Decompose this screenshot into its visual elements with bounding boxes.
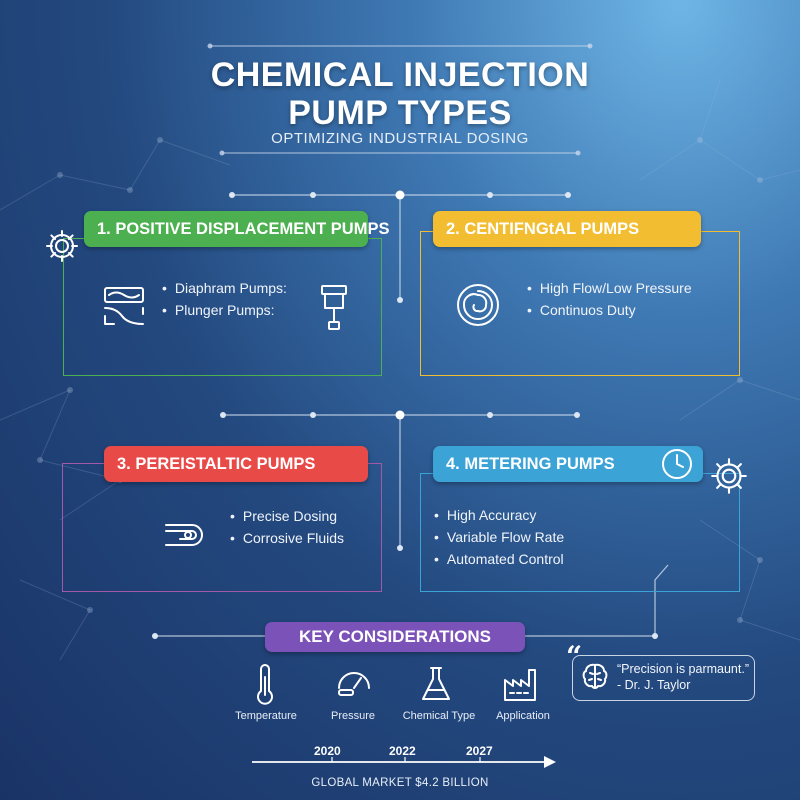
timeline-caption: GLOBAL MARKET $4.2 BILLION — [311, 777, 489, 789]
spiral-impeller-icon — [457, 284, 499, 326]
quote-box — [572, 655, 755, 701]
key-considerations-header: KEY CONSIDERATIONS — [265, 622, 525, 652]
plunger-icon — [321, 285, 347, 330]
timeline-year: 2027 — [466, 744, 493, 758]
card-3-bullets: Precise Dosing Corrosive Fluids — [230, 505, 344, 549]
card-4-bullets: High Accuracy Variable Flow Rate Automat… — [434, 504, 564, 570]
bullet-item: Automated Control — [434, 548, 564, 570]
brain-icon — [582, 663, 608, 689]
factory-icon — [504, 669, 536, 701]
bullet-item: Diaphram Pumps: — [162, 277, 287, 299]
consideration-label: Pressure — [330, 710, 376, 722]
card-3-header: 3. PEREISTALTIC PUMPS — [104, 446, 368, 482]
page-subtitle: OPTIMIZING INDUSTRIAL DOSING — [271, 130, 529, 147]
gear-icon — [46, 230, 78, 262]
flask-icon — [422, 667, 450, 700]
card-1-header: 1. POSITIVE DISPLACEMENT PUMPS — [84, 211, 389, 247]
bullet-item: Plunger Pumps: — [162, 299, 287, 321]
card-2-bullets: High Flow/Low Pressure Continuos Duty — [527, 277, 692, 321]
page-title-line1: CHEMICAL INJECTION — [210, 56, 590, 94]
bullet-item: Variable Flow Rate — [434, 526, 564, 548]
timeline-year: 2020 — [314, 744, 341, 758]
peristaltic-tube-icon — [165, 524, 203, 546]
quote-text: “Precision is parmaunt.” - Dr. J. Taylor — [617, 661, 749, 693]
pressure-gauge-icon — [338, 672, 370, 696]
timeline-year: 2022 — [389, 744, 416, 758]
timeline-arrow — [252, 756, 556, 768]
bullet-item: Precise Dosing — [230, 505, 344, 527]
card-1-bullets: Diaphram Pumps: Plunger Pumps: — [162, 277, 287, 321]
bullet-item: High Flow/Low Pressure — [527, 277, 692, 299]
bullet-item: Corrosive Fluids — [230, 527, 344, 549]
bullet-item: High Accuracy — [434, 504, 564, 526]
card-2-header: 2. CENTIFNGtAL PUMPS — [433, 211, 701, 247]
diaphragm-pump-icon — [104, 287, 144, 325]
card-4-header: 4. METERING PUMPS — [433, 446, 703, 482]
thermometer-icon — [257, 664, 273, 705]
clock-icon — [662, 449, 692, 479]
consideration-label: Temperature — [235, 710, 297, 722]
quote-body: “Precision is parmaunt.” — [617, 662, 749, 676]
gear-icon — [711, 458, 747, 494]
bullet-item: Continuos Duty — [527, 299, 692, 321]
page-title-line2: PUMP TYPES — [288, 94, 512, 132]
quote-author: - Dr. J. Taylor — [617, 678, 691, 692]
consideration-label: Application — [496, 710, 550, 722]
consideration-label: Chemical Type — [402, 710, 476, 722]
